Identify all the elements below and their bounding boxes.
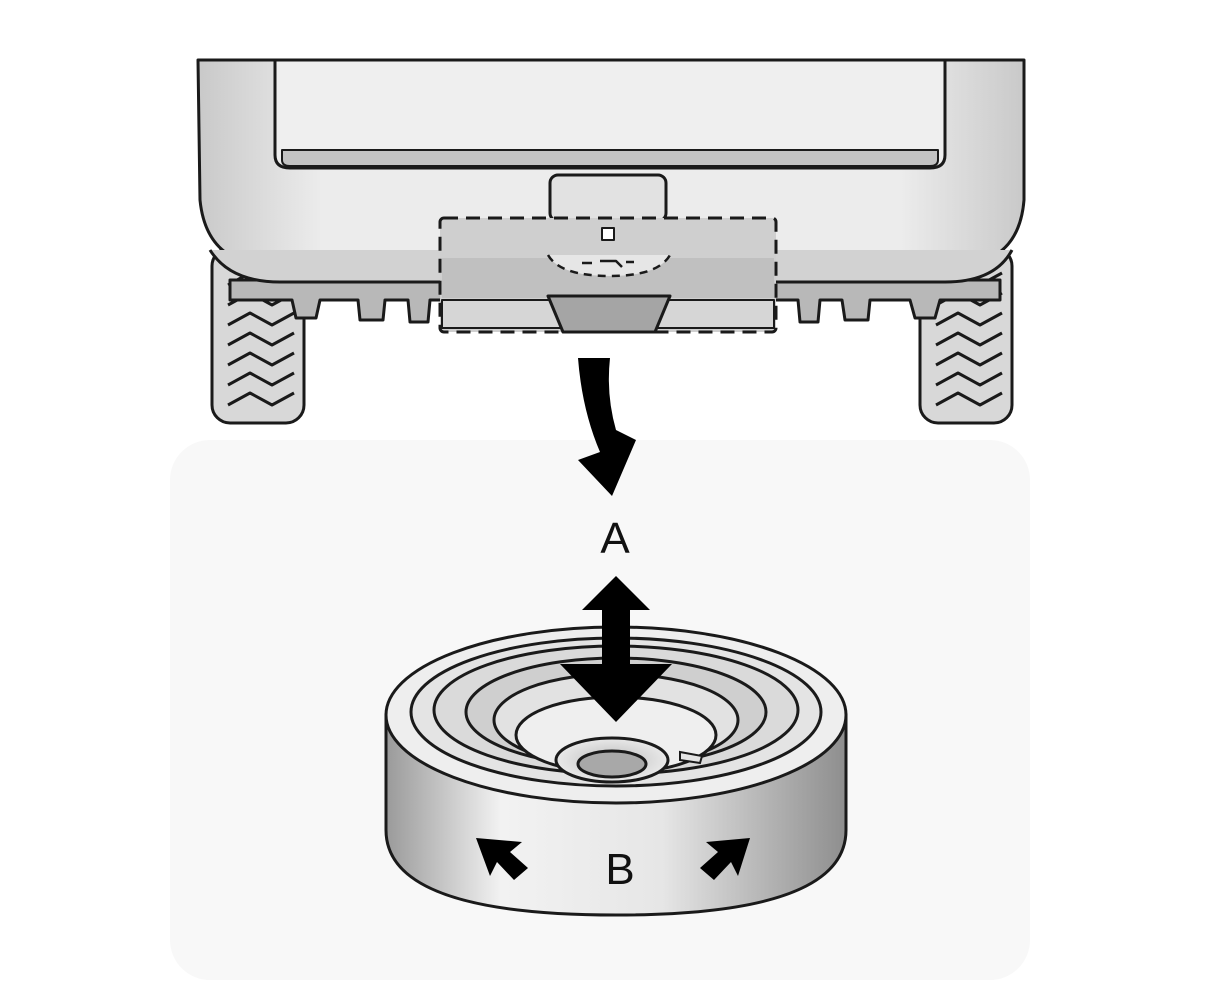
callout-a: A [600, 514, 630, 563]
rotate-left-arrow [476, 838, 528, 880]
lower-arrow-icon [578, 358, 636, 496]
vehicle-rear-icon [196, 58, 1026, 425]
callout-b: B [605, 845, 634, 894]
rotate-right-arrow [700, 838, 750, 880]
raise-lower-arrow-icon [560, 576, 672, 722]
rotate-arrows-icon [476, 838, 750, 880]
